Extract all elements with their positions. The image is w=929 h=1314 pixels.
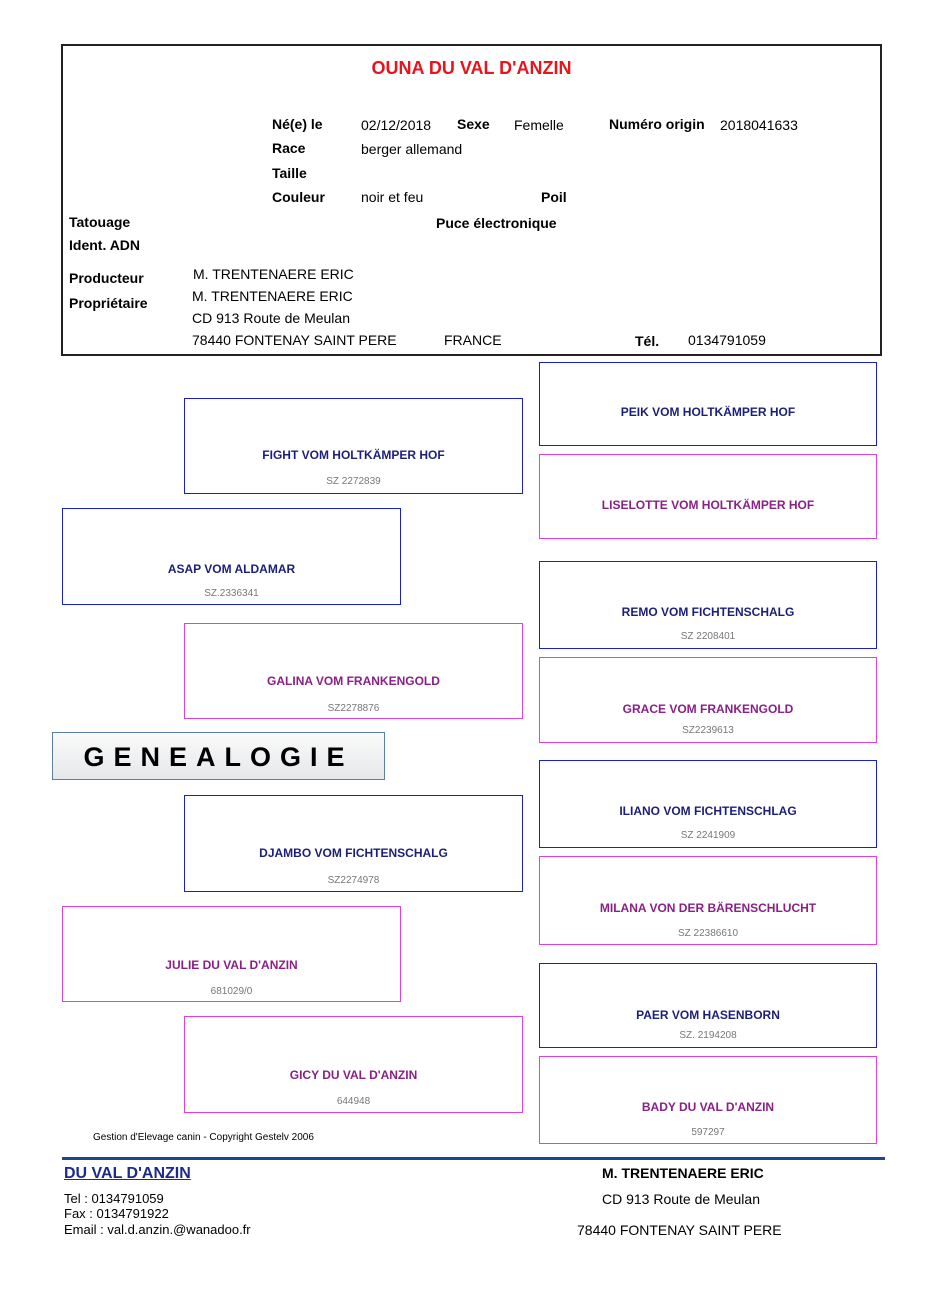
kennel-name: DU VAL D'ANZIN: [64, 1165, 191, 1182]
dog-registration: 597297: [691, 1127, 725, 1138]
dog-registration: 644948: [336, 1096, 371, 1107]
dog-name-title: OUNA DU VAL D'ANZIN: [371, 58, 572, 78]
size-label: Taille: [272, 165, 307, 181]
color-label: Couleur: [272, 189, 325, 205]
gen3-card-3: REMO VOM FICHTENSCHALG SZ 2208401: [539, 561, 877, 649]
dog-registration: SZ.2336341: [204, 588, 259, 599]
dog-name: ASAP VOM ALDAMAR: [167, 562, 296, 576]
dog-name: GRACE VOM FRANKENGOLD: [622, 702, 794, 716]
owner-address-line2: 78440 FONTENAY SAINT PERE: [192, 332, 397, 348]
dog-name: JULIE DU VAL D'ANZIN: [165, 958, 298, 972]
genealogy-banner: GENEALOGIE: [52, 732, 385, 780]
dog-registration: SZ 22386610: [677, 928, 739, 939]
dog-name: LISELOTTE VOM HOLTKÄMPER HOF: [601, 498, 815, 512]
gen3-card-8: BADY DU VAL D'ANZIN 597297: [539, 1056, 877, 1144]
sire-card: ASAP VOM ALDAMAR SZ.2336341: [62, 508, 401, 605]
sire-dam-card: GALINA VOM FRANKENGOLD SZ2278876: [184, 623, 523, 719]
footer-owner-address2: 78440 FONTENAY SAINT PERE: [577, 1222, 782, 1238]
gen3-card-5: ILIANO VOM FICHTENSCHLAG SZ 2241909: [539, 760, 877, 848]
dog-name: BADY DU VAL D'ANZIN: [641, 1100, 775, 1114]
race-label: Race: [272, 140, 306, 156]
dam-card: JULIE DU VAL D'ANZIN 681029/0: [62, 906, 401, 1002]
dog-registration: SZ 2241909: [680, 830, 736, 841]
sex-value: Femelle: [514, 117, 564, 133]
born-label: Né(e) le: [272, 116, 323, 132]
producer-value: M. TRENTENAERE ERIC: [193, 266, 354, 282]
dog-registration: SZ2278876: [327, 703, 380, 714]
gen3-card-2: LISELOTTE VOM HOLTKÄMPER HOF: [539, 454, 877, 539]
dog-name: DJAMBO VOM FICHTENSCHALG: [259, 846, 448, 860]
dog-name: REMO VOM FICHTENSCHALG: [621, 605, 795, 619]
owner-value: M. TRENTENAERE ERIC: [192, 288, 353, 304]
gen3-card-4: GRACE VOM FRANKENGOLD SZ2239613: [539, 657, 877, 743]
footer-owner-address1: CD 913 Route de Meulan: [602, 1191, 760, 1207]
dog-registration: 681029/0: [210, 986, 253, 997]
dog-name: MILANA VON DER BÄRENSCHLUCHT: [599, 901, 817, 915]
gen3-card-6: MILANA VON DER BÄRENSCHLUCHT SZ 22386610: [539, 856, 877, 945]
dog-registration: SZ2274978: [327, 875, 380, 886]
gen3-card-1: PEIK VOM HOLTKÄMPER HOF: [539, 362, 877, 446]
dog-name: ILIANO VOM FICHTENSCHLAG: [619, 804, 797, 818]
dna-label: Ident. ADN: [69, 237, 141, 253]
dog-name: FIGHT VOM HOLTKÄMPER HOF: [262, 448, 445, 462]
footer-email: Email : val.d.anzin.@wanadoo.fr: [64, 1222, 251, 1237]
chip-label: Puce électronique: [436, 215, 557, 231]
dog-registration: SZ. 2194208: [679, 1030, 737, 1041]
number-label: Numéro origin: [609, 116, 705, 132]
footer-tel: Tel : 0134791059: [64, 1191, 164, 1206]
producer-label: Producteur: [69, 270, 144, 286]
tel-label: Tél.: [635, 333, 660, 349]
dam-dam-card: GICY DU VAL D'ANZIN 644948: [184, 1016, 523, 1113]
owner-label: Propriétaire: [69, 295, 148, 311]
dog-name: PEIK VOM HOLTKÄMPER HOF: [620, 405, 796, 419]
dam-sire-card: DJAMBO VOM FICHTENSCHALG SZ2274978: [184, 795, 523, 892]
sire-sire-card: FIGHT VOM HOLTKÄMPER HOF SZ 2272839: [184, 398, 523, 494]
sex-label: Sexe: [457, 116, 490, 132]
coat-label: Poil: [541, 189, 567, 205]
dog-registration: SZ2239613: [682, 725, 734, 736]
owner-country: FRANCE: [444, 332, 502, 348]
gen3-card-7: PAER VOM HASENBORN SZ. 2194208: [539, 963, 877, 1048]
dog-registration: SZ 2272839: [326, 476, 381, 487]
born-value: 02/12/2018: [361, 117, 432, 133]
number-value: 2018041633: [720, 117, 798, 133]
dog-registration: SZ 2208401: [680, 631, 736, 642]
footer-divider: [62, 1157, 885, 1160]
copyright-note: Gestion d'Elevage canin - Copyright Gest…: [93, 1132, 314, 1143]
race-value: berger allemand: [361, 141, 463, 157]
dog-name: GALINA VOM FRANKENGOLD: [267, 674, 440, 688]
identity-panel: OUNA DU VAL D'ANZIN: [61, 44, 882, 356]
tel-value: 0134791059: [688, 332, 766, 348]
tattoo-label: Tatouage: [69, 214, 131, 230]
color-value: noir et feu: [361, 189, 424, 205]
dog-name: PAER VOM HASENBORN: [636, 1008, 780, 1022]
footer-fax: Fax : 0134791922: [64, 1206, 169, 1221]
dog-name: GICY DU VAL D'ANZIN: [289, 1068, 418, 1082]
owner-address-line1: CD 913 Route de Meulan: [192, 310, 350, 326]
footer-owner-name: M. TRENTENAERE ERIC: [602, 1165, 764, 1181]
